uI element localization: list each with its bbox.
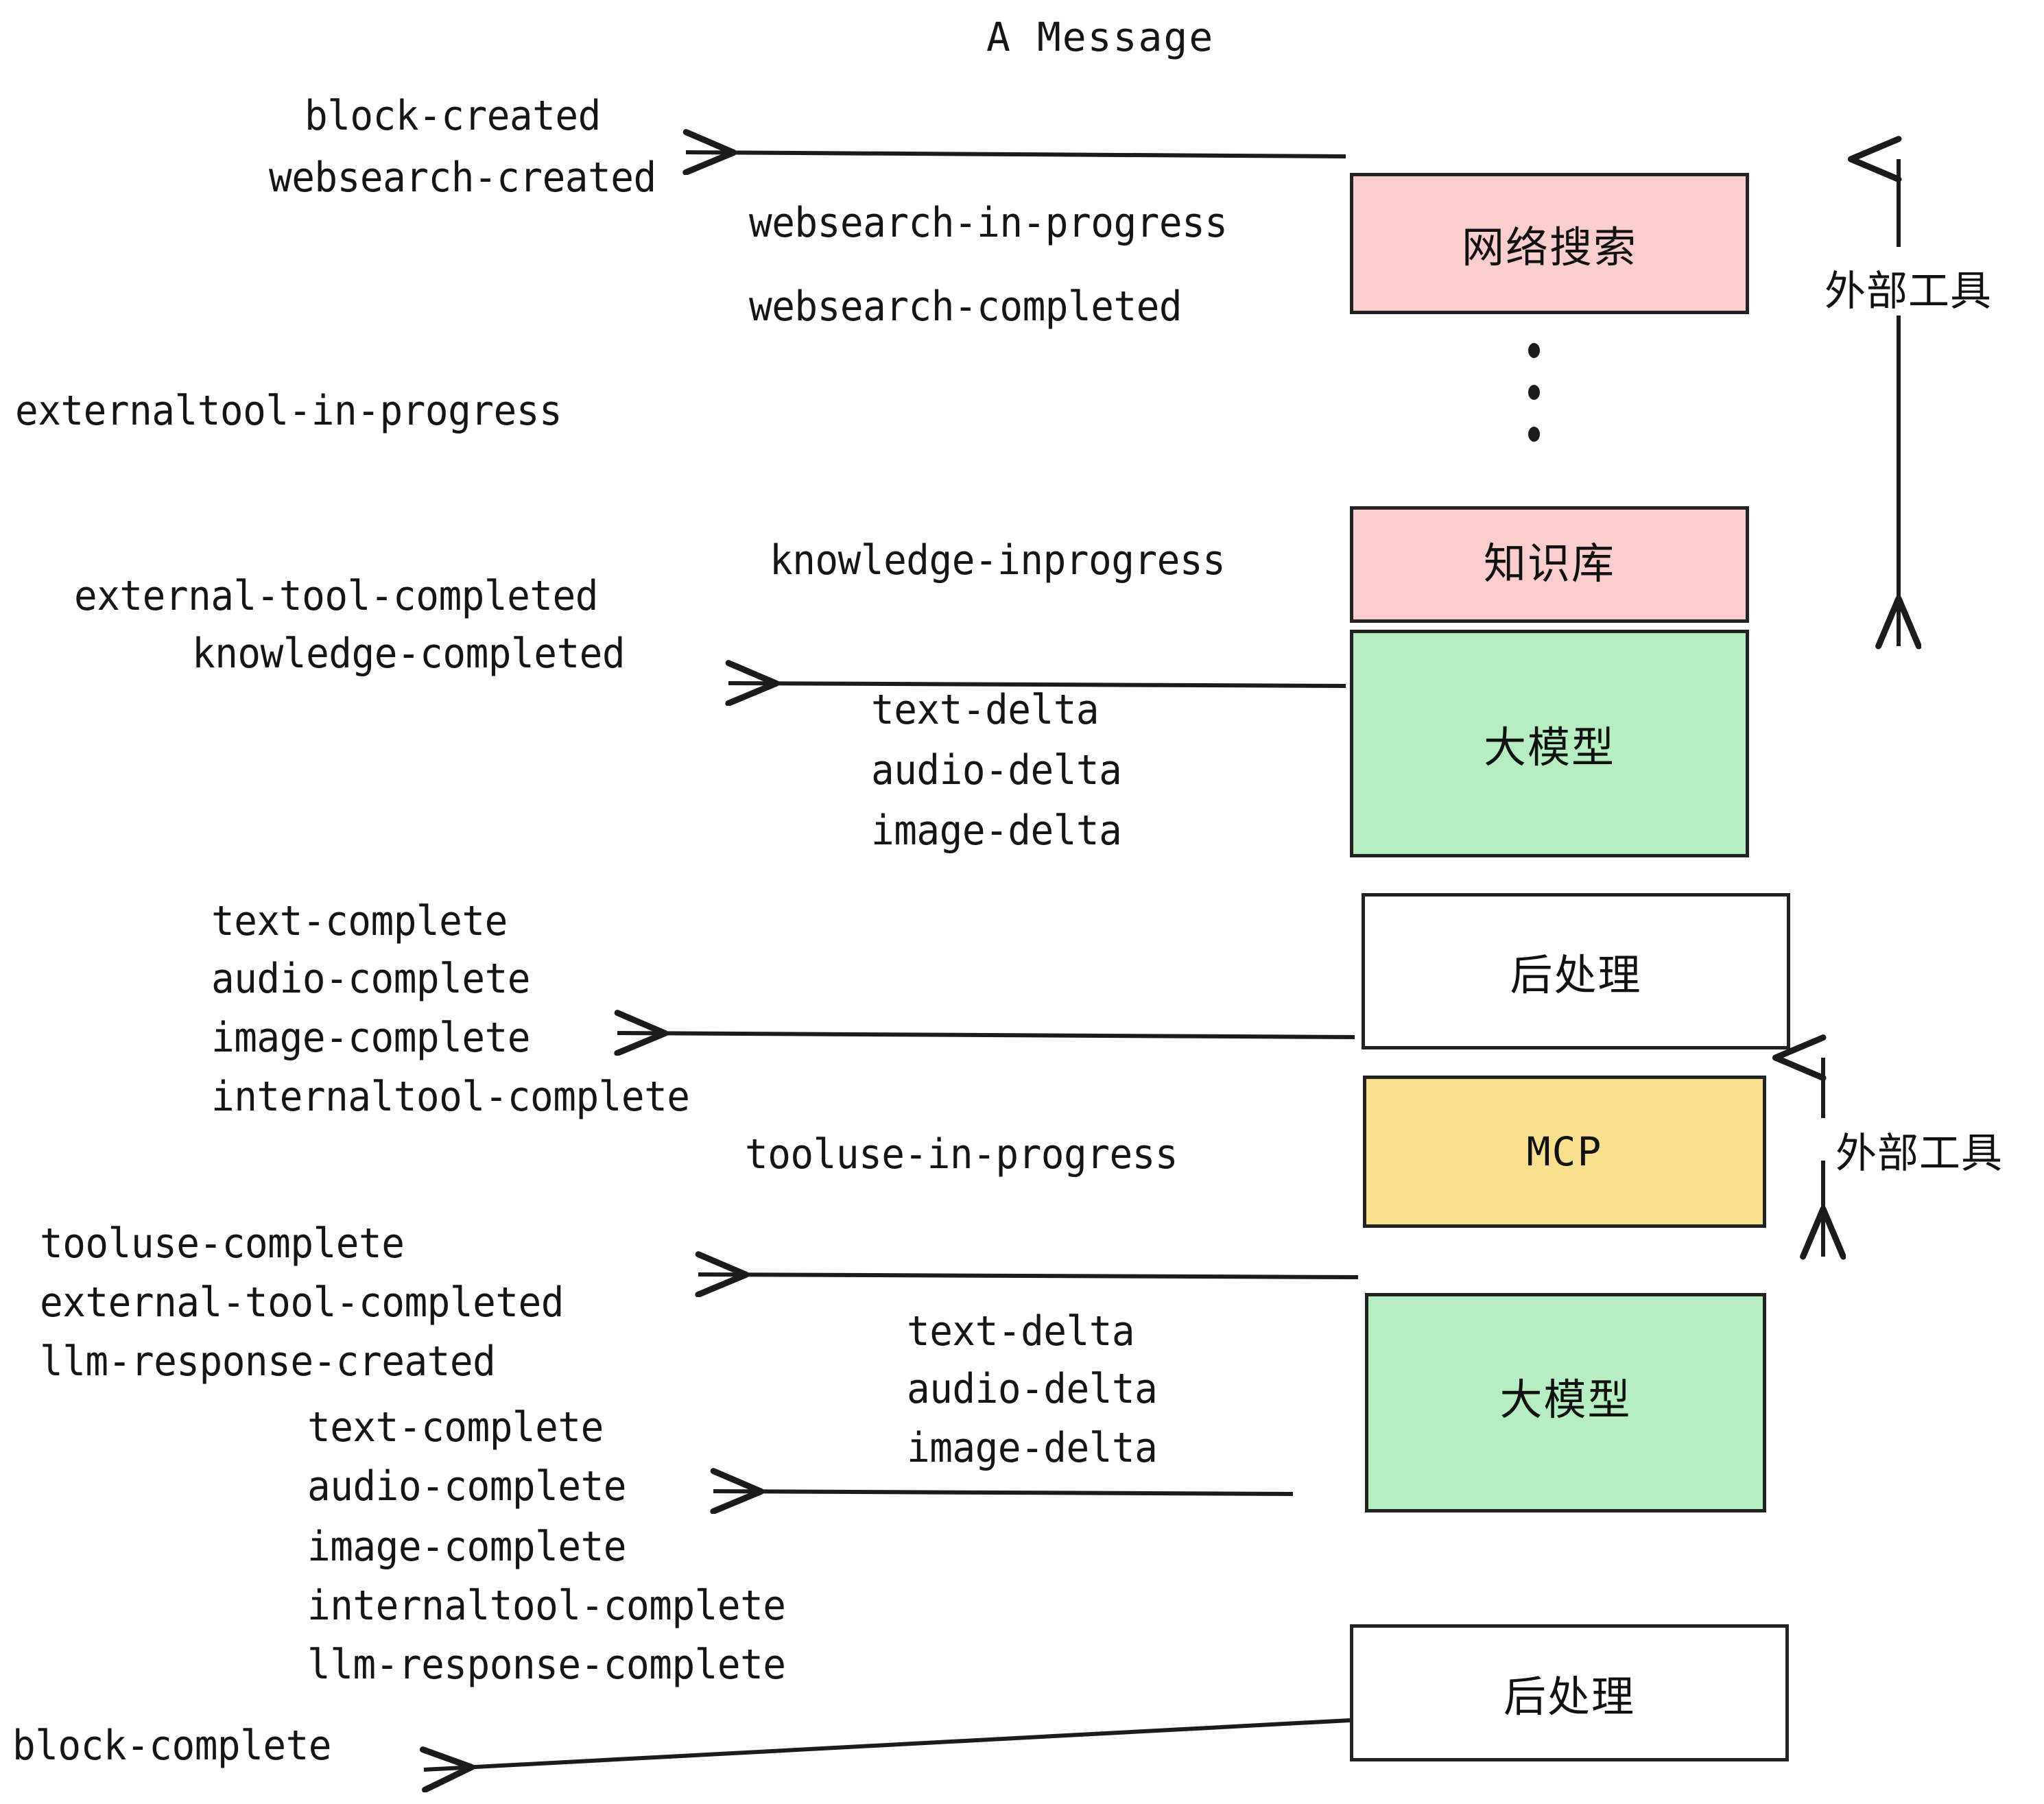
event-tooluse-complete: tooluse-complete — [40, 1220, 405, 1268]
box-postprocess-2-label: 后处理 — [1503, 1672, 1635, 1722]
event-websearch-created: websearch-created — [269, 154, 656, 202]
event-image-delta-1: image-delta — [871, 807, 1122, 855]
arrow-websearch-to-created — [686, 152, 1346, 156]
box-postprocess-2[interactable]: 后处理 — [1350, 1624, 1789, 1761]
box-postprocess-1-label: 后处理 — [1510, 950, 1642, 1000]
event-audio-complete-1: audio-complete — [211, 956, 531, 1003]
event-block-created: block-created — [305, 93, 601, 140]
event-audio-delta-2: audio-delta — [907, 1366, 1158, 1413]
event-external-tool-completed-1: external-tool-completed — [74, 573, 598, 620]
event-block-complete: block-complete — [12, 1722, 332, 1770]
box-mcp-label: MCP — [1526, 1128, 1603, 1175]
box-llm-1-label: 大模型 — [1483, 722, 1615, 772]
box-llm-1[interactable]: 大模型 — [1350, 630, 1749, 857]
event-text-delta-2: text-delta — [907, 1308, 1135, 1355]
box-websearch[interactable]: 网络搜索 — [1350, 173, 1749, 314]
box-mcp[interactable]: MCP — [1363, 1076, 1766, 1228]
event-internaltool-complete-2: internaltool-complete — [307, 1582, 786, 1630]
arrow-postprocess-2-to-block-complete — [424, 1718, 1351, 1770]
event-audio-delta-1: audio-delta — [871, 747, 1122, 794]
arrow-llm-2-to-audio-complete — [713, 1491, 1294, 1494]
event-text-complete-1: text-complete — [211, 898, 508, 945]
event-external-tool-completed-2: external-tool-completed — [40, 1279, 564, 1327]
diagram-title: A Message — [986, 14, 1215, 60]
box-llm-2[interactable]: 大模型 — [1365, 1293, 1766, 1512]
event-image-delta-2: image-delta — [907, 1425, 1158, 1472]
event-tooluse-in-progress: tooluse-in-progress — [745, 1131, 1178, 1178]
box-knowledgebase-label: 知识库 — [1483, 538, 1615, 589]
event-llm-response-created: llm-response-created — [40, 1338, 496, 1386]
event-websearch-completed: websearch-completed — [749, 283, 1183, 331]
group-label-external-tools-bottom: 外部工具 — [1835, 1130, 2003, 1178]
event-image-complete-1: image-complete — [211, 1014, 531, 1062]
event-knowledge-completed: knowledge-completed — [192, 630, 626, 678]
arrow-mcp-to-tooluse-complete — [698, 1274, 1359, 1277]
event-externaltool-in-progress: externaltool-in-progress — [15, 388, 562, 435]
event-image-complete-2: image-complete — [307, 1523, 627, 1571]
event-audio-complete-2: audio-complete — [307, 1463, 627, 1510]
event-text-complete-2: text-complete — [307, 1404, 604, 1451]
event-text-delta-1: text-delta — [871, 687, 1100, 734]
event-knowledge-inprogress: knowledge-inprogress — [770, 537, 1226, 584]
box-llm-2-label: 大模型 — [1499, 1375, 1632, 1425]
vertical-ellipsis — [1528, 343, 1540, 442]
event-llm-response-complete: llm-response-complete — [307, 1641, 786, 1689]
event-internaltool-complete-1: internaltool-complete — [211, 1073, 690, 1121]
box-websearch-label: 网络搜索 — [1461, 222, 1637, 272]
box-postprocess-1[interactable]: 后处理 — [1362, 893, 1790, 1049]
group-label-external-tools-top: 外部工具 — [1825, 268, 1992, 316]
box-knowledgebase[interactable]: 知识库 — [1350, 506, 1749, 623]
arrow-knowledge-to-completed — [728, 683, 1346, 686]
event-websearch-in-progress: websearch-in-progress — [749, 200, 1228, 247]
arrow-postprocess-1-to-image-complete — [617, 1033, 1355, 1037]
